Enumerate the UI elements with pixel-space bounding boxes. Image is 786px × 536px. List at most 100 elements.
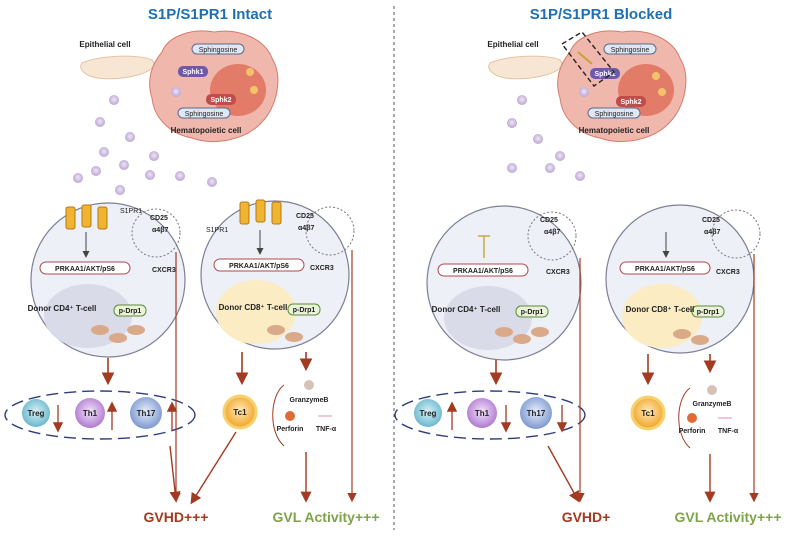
cd8-pathway-pill bbox=[619, 261, 711, 275]
cxcr3-label: CXCR3 bbox=[716, 269, 740, 276]
sphk1-blocked-box bbox=[560, 31, 616, 87]
sphingosine-top-label: Sphingosine bbox=[611, 47, 650, 54]
th1-label: Th1 bbox=[475, 409, 490, 418]
cd8-drp1-label: p-Drp1 bbox=[293, 307, 316, 314]
treg-cell-icon bbox=[414, 399, 442, 427]
s1p-dot bbox=[95, 117, 105, 127]
mitochondria-icon bbox=[495, 327, 513, 337]
s1p-dot bbox=[91, 166, 101, 176]
perforin-icon bbox=[687, 413, 697, 423]
sphk2-pill bbox=[616, 96, 646, 107]
cytokine-bracket bbox=[272, 384, 285, 447]
cd25-label: CD25 bbox=[150, 215, 168, 222]
cd8-pathway-label: PRKAA1/AKT/pS6 bbox=[635, 266, 695, 273]
cd4-nucleus bbox=[44, 284, 132, 348]
a4b7-label: α4β7 bbox=[298, 225, 314, 232]
th17-cell-icon bbox=[130, 397, 162, 429]
cd8-nucleus bbox=[622, 284, 702, 348]
mitochondria-icon bbox=[531, 327, 549, 337]
cd8-drp1-label: p-Drp1 bbox=[697, 309, 720, 316]
th-to-gvhd-arrow bbox=[169, 445, 181, 503]
cxcr3-label: CXCR3 bbox=[152, 267, 176, 274]
s1pr1-receptor-icon bbox=[65, 204, 108, 230]
s1p-dot bbox=[73, 173, 83, 183]
mitochondria-icon bbox=[127, 325, 145, 335]
cd4-cell-label: Donor CD4⁺ T-cell bbox=[28, 304, 97, 313]
tc1-cell-icon bbox=[630, 395, 666, 431]
epithelial-label: Epithelial cell bbox=[487, 40, 538, 49]
right-title: S1P/S1PR1 Blocked bbox=[530, 6, 673, 23]
cd8-pathway-label: PRKAA1/AKT/pS6 bbox=[229, 263, 289, 270]
s1p-dot bbox=[175, 171, 185, 181]
mitochondria-icon bbox=[91, 325, 109, 335]
tnfa-label: TNF-α bbox=[316, 426, 337, 433]
sphk2-label: Sphk2 bbox=[620, 99, 641, 106]
treg-cell-icon bbox=[22, 399, 50, 427]
mitochondria-icon bbox=[285, 332, 303, 342]
tc1-label: Tc1 bbox=[233, 408, 247, 417]
cd25-label: CD25 bbox=[702, 217, 720, 224]
cd8-cell-label: Donor CD8⁺ T-cell bbox=[219, 303, 288, 312]
inhibitor-icon bbox=[577, 51, 593, 65]
perforin-icon bbox=[285, 411, 295, 421]
th1-cell-icon bbox=[467, 398, 497, 428]
cd4-pathway-pill bbox=[39, 261, 131, 275]
s1p-dot bbox=[115, 185, 125, 195]
cytokine-bracket bbox=[678, 387, 691, 449]
s1p-dot bbox=[171, 87, 181, 97]
cd4-drp1-label: p-Drp1 bbox=[521, 309, 544, 316]
cd8-drp1-pill bbox=[287, 303, 321, 316]
left-title: S1P/S1PR1 Intact bbox=[148, 6, 272, 23]
granzyme-icon bbox=[707, 385, 717, 395]
left-gvl-label: GVL Activity+++ bbox=[273, 509, 380, 525]
cd8-nucleus bbox=[216, 280, 296, 344]
sphingosine-top-label: Sphingosine bbox=[199, 47, 238, 54]
epithelial-cell-icon bbox=[80, 55, 155, 80]
cd8-cell-label: Donor CD8⁺ T-cell bbox=[626, 305, 695, 314]
right-gvhd-label: GVHD+ bbox=[562, 509, 611, 525]
s1pr1-receptor-icon bbox=[239, 199, 282, 225]
cd4-drp1-pill bbox=[113, 304, 147, 317]
s1p-dot bbox=[507, 163, 517, 173]
s1p-molecules bbox=[507, 72, 666, 181]
sphingosine-bottom-label: Sphingosine bbox=[185, 111, 224, 118]
s1p-dot bbox=[652, 72, 660, 80]
s1p-dot bbox=[250, 86, 258, 94]
sphingosine-bottom-label: Sphingosine bbox=[595, 111, 634, 118]
mitochondria-icon bbox=[513, 334, 531, 344]
s1pr1-label: S1PR1 bbox=[120, 208, 142, 215]
cd4-receptor-zoom bbox=[527, 211, 577, 261]
s1p-dot bbox=[555, 151, 565, 161]
sphingosine-top-pill bbox=[191, 43, 245, 55]
cd4-drp1-label: p-Drp1 bbox=[119, 308, 142, 315]
th17-cell-icon bbox=[520, 397, 552, 429]
mitochondria-icon bbox=[109, 333, 127, 343]
th1-label: Th1 bbox=[83, 409, 98, 418]
tc1-label: Tc1 bbox=[641, 409, 655, 418]
th17-label: Th17 bbox=[527, 409, 546, 418]
sphingosine-bottom-pill bbox=[177, 107, 231, 119]
tc1-cell-icon bbox=[222, 394, 258, 430]
sphingosine-bottom-pill bbox=[587, 107, 641, 119]
left-gvhd-label: GVHD+++ bbox=[144, 509, 209, 525]
cd4-pathway-label: PRKAA1/AKT/pS6 bbox=[453, 268, 513, 275]
right-panel: S1P/S1PR1 Blocked Epithelial cell Sphing… bbox=[394, 6, 782, 525]
cd4-drp1-pill bbox=[515, 305, 549, 318]
cd25-label: CD25 bbox=[540, 217, 558, 224]
perforin-label: Perforin bbox=[679, 428, 706, 435]
hematopoietic-label: Hematopoietic cell bbox=[579, 126, 650, 135]
granzyme-label: GranzymeB bbox=[290, 397, 329, 404]
th-to-gvhd-arrow bbox=[547, 445, 580, 503]
cd4-subset-group bbox=[4, 390, 196, 440]
s1p-dot bbox=[207, 177, 217, 187]
tc1-to-gvhd-arrow bbox=[190, 431, 237, 505]
s1p-dot bbox=[99, 147, 109, 157]
treg-label: Treg bbox=[420, 409, 437, 418]
sphk1-label: Sphk1 bbox=[594, 71, 615, 78]
s1p-dot bbox=[533, 134, 543, 144]
mitochondria-icon bbox=[267, 325, 285, 335]
th1-cell-icon bbox=[75, 398, 105, 428]
s1p-dot bbox=[145, 170, 155, 180]
cd8-receptor-zoom bbox=[305, 206, 355, 256]
